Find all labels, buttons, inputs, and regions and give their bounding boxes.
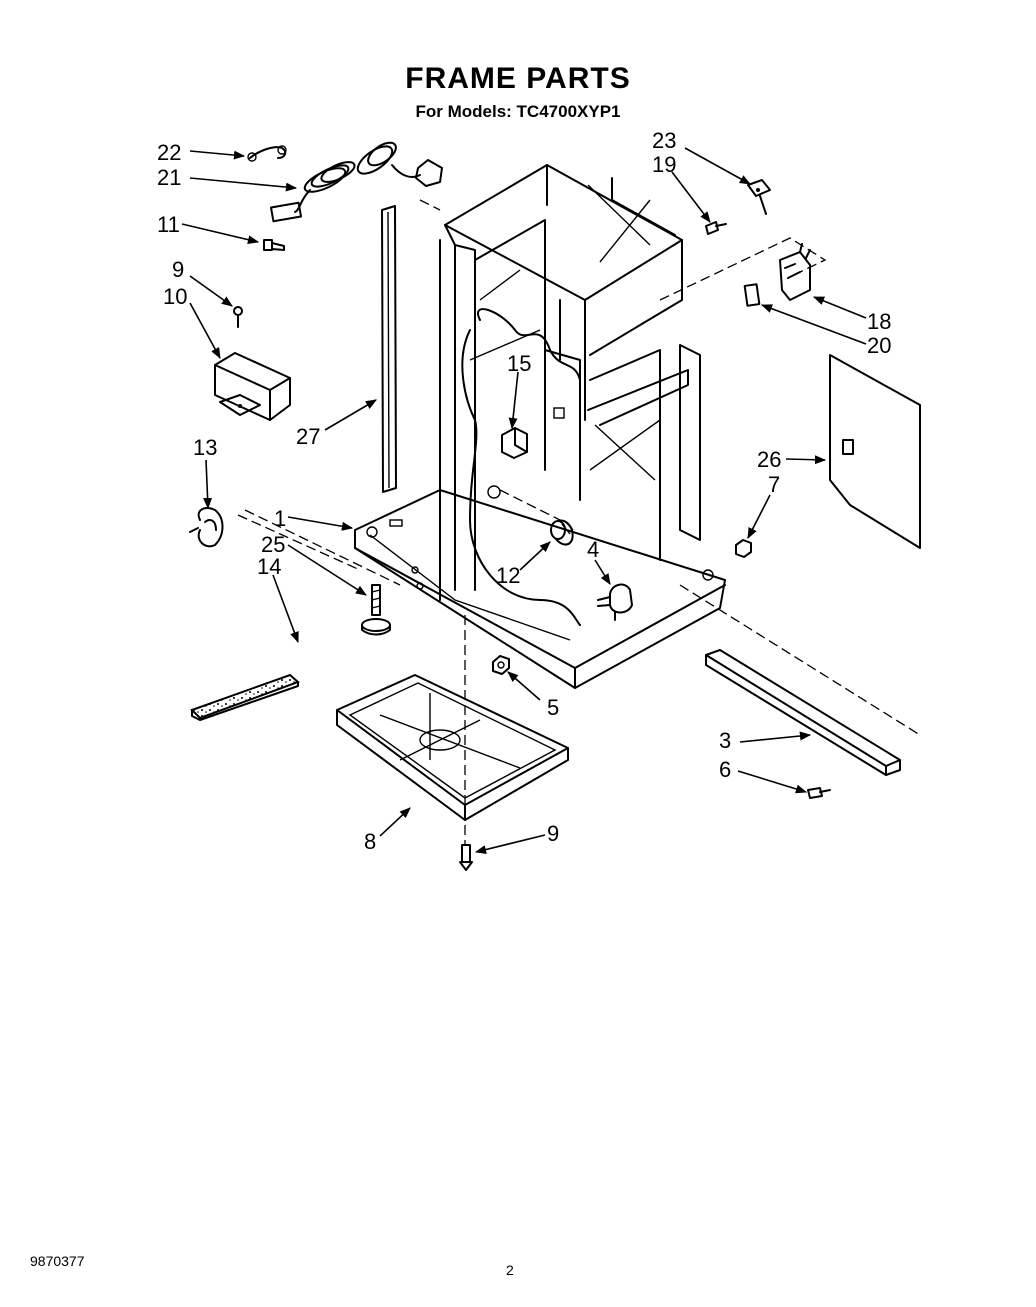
- part-19-screw: [705, 221, 727, 235]
- document-number: 9870377: [30, 1253, 85, 1269]
- part-11-screw: [263, 239, 285, 251]
- callout-4: 4: [587, 537, 599, 562]
- page-number: 2: [506, 1262, 514, 1278]
- part-5-nut: [492, 655, 510, 675]
- callout-3: 3: [719, 728, 731, 753]
- part-10-bracket: [214, 352, 291, 421]
- page-title: FRAME PARTS: [405, 62, 631, 95]
- callout-9a: 9: [172, 257, 184, 282]
- part-25-leveling-leg: [361, 584, 391, 636]
- callout-25: 25: [261, 532, 285, 557]
- part-9-screw-a: [233, 306, 243, 328]
- callout-18: 18: [867, 309, 891, 334]
- part-23-clip: [747, 179, 771, 215]
- callout-11: 11: [157, 212, 180, 237]
- callout-7: 7: [768, 472, 780, 497]
- part-7-nut: [735, 539, 752, 558]
- callout-6: 6: [719, 757, 731, 782]
- part-27-seal-strip: [381, 205, 397, 493]
- callout-labels: 22 21 11 9 10 27 13 1 25 14 15 12 4 5 8 …: [157, 128, 891, 854]
- callout-1: 1: [274, 506, 286, 531]
- part-21-power-cord: [269, 141, 443, 223]
- part-6-screw: [807, 787, 831, 799]
- callout-26: 26: [757, 447, 781, 472]
- part-26-panel: [829, 354, 921, 549]
- main-frame: [354, 164, 726, 689]
- callout-22: 22: [157, 140, 181, 165]
- part-4-switch: [597, 583, 633, 621]
- callout-9b: 9: [547, 821, 559, 846]
- callout-13: 13: [193, 435, 217, 460]
- part-12-grommet: [550, 519, 574, 546]
- callout-8: 8: [364, 829, 376, 854]
- part-22-clamp: [247, 145, 287, 162]
- callout-19: 19: [652, 152, 676, 177]
- callout-15: 15: [507, 351, 531, 376]
- callout-21: 21: [157, 165, 181, 190]
- callout-20: 20: [867, 333, 891, 358]
- part-14-foam-strip: [190, 673, 300, 721]
- part-13-clip: [189, 507, 224, 548]
- part-15-connector: [501, 427, 528, 459]
- part-3-rail: [705, 649, 901, 776]
- callout-5: 5: [547, 695, 559, 720]
- part-20-plate: [743, 283, 761, 307]
- callout-23: 23: [652, 128, 676, 153]
- callout-12: 12: [496, 563, 520, 588]
- callout-10: 10: [163, 284, 187, 309]
- part-9-screw-b: [459, 844, 473, 871]
- model-subtitle: For Models: TC4700XYP1: [415, 102, 621, 121]
- part-18-door-switch: [779, 243, 811, 301]
- callout-27: 27: [296, 424, 320, 449]
- callout-14: 14: [257, 554, 281, 579]
- part-8-base-tray: [336, 674, 569, 821]
- leader-lines: [181, 147, 867, 854]
